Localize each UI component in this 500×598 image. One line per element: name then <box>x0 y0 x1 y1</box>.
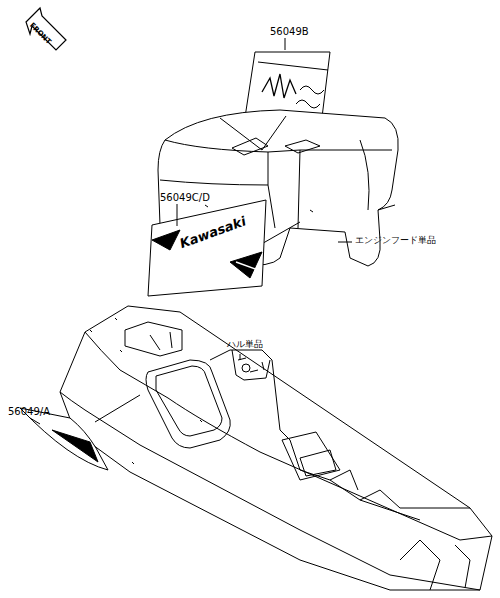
callout-number: 56049C/D <box>160 192 210 203</box>
part-note: エンジンフード単品 <box>355 236 436 246</box>
front-arrow <box>26 8 66 50</box>
callout-number: 56049B <box>270 26 309 37</box>
decal-cd <box>148 200 266 296</box>
callout-number: 56049/A <box>8 406 50 417</box>
part-note: ハル単品 <box>227 340 263 350</box>
decal-a <box>20 408 108 470</box>
hull <box>60 306 492 590</box>
